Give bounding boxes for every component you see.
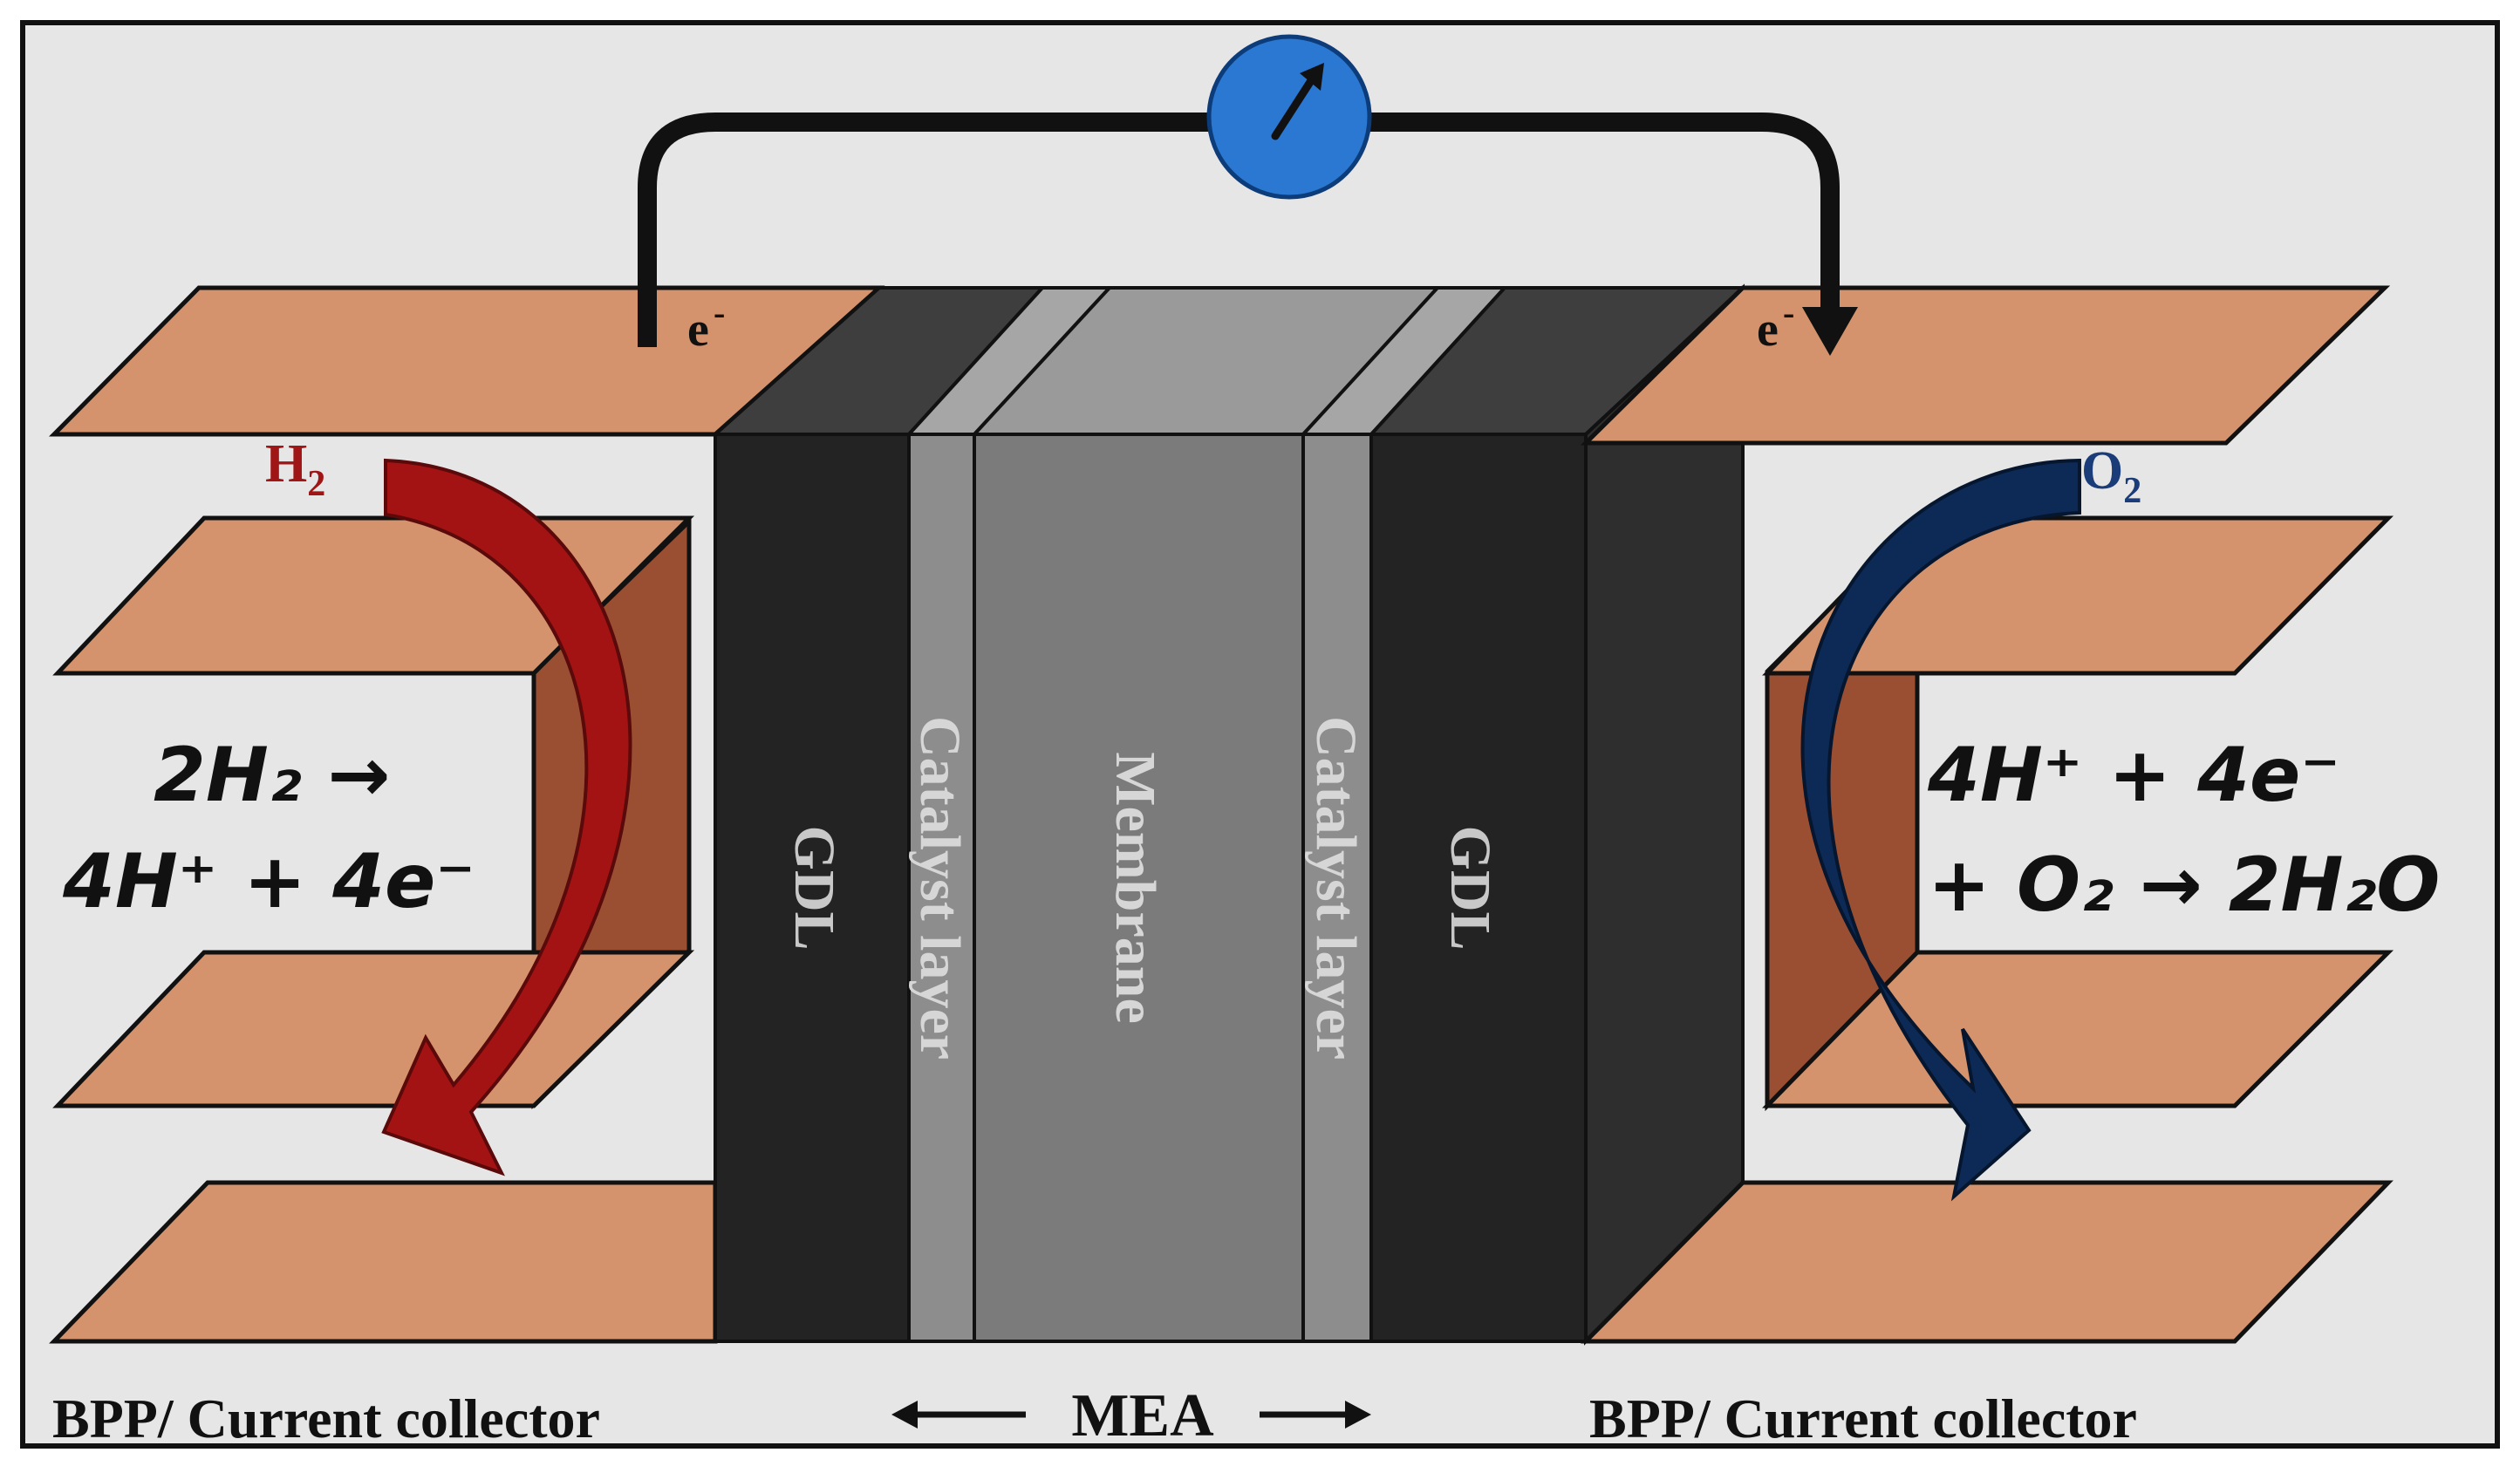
circuit-arrowhead: [1802, 307, 1858, 356]
anode-equation-line2: 4H⁺ + 4e⁻: [62, 838, 475, 925]
mea-left-arrowhead: [891, 1401, 918, 1429]
cathode-equation-line2: + O₂ → 2H₂O: [1928, 842, 2440, 929]
bpp-right: [1580, 285, 2394, 1344]
bpp-right-lower-channel-plate: [1762, 950, 2394, 1108]
catalyst-right-label: Catalyst layer: [1304, 716, 1368, 1060]
anode-equation-line1: 2H₂ →: [154, 732, 390, 819]
hydrogen-flow-arrow: [381, 458, 632, 1176]
bpp-left-label: BPP/ Current collector: [52, 1388, 600, 1449]
h2-label: H2: [265, 434, 325, 504]
electron-label-left: e: [687, 303, 709, 357]
gdl-left-label: GDL: [782, 825, 846, 950]
membrane: [973, 433, 1305, 1343]
electron-sup-left: -: [714, 293, 725, 332]
ammeter-gauge-icon: [1206, 34, 1372, 200]
mea-right-arrowhead: [1345, 1401, 1371, 1429]
mea-label-group: MEA: [891, 1382, 1371, 1449]
electron-label-right: e: [1757, 303, 1779, 357]
gdl-right: [1369, 433, 1588, 1343]
mea-label: MEA: [1071, 1382, 1214, 1449]
cathode-equation-line1: 4H⁺ + 4e⁻: [1927, 732, 2340, 819]
mea-stack: [710, 283, 1748, 1346]
o2-label: O2: [2081, 441, 2141, 511]
electron-sup-right: -: [1783, 293, 1794, 332]
bpp-right-bottom-plate: [1581, 1180, 2394, 1344]
gdl-right-label: GDL: [1438, 825, 1502, 950]
gdl-left: [714, 433, 911, 1343]
membrane-label: Membrane: [1103, 752, 1167, 1024]
gdl-right-side: [1584, 283, 1745, 1346]
bpp-right-label: BPP/ Current collector: [1589, 1388, 2137, 1449]
bpp-right-top-plate: [1580, 285, 2391, 446]
catalyst-left-label: Catalyst layer: [908, 716, 972, 1060]
oxygen-flow-arrow: [1800, 458, 2081, 1202]
catalyst-layer-left: [907, 433, 976, 1343]
